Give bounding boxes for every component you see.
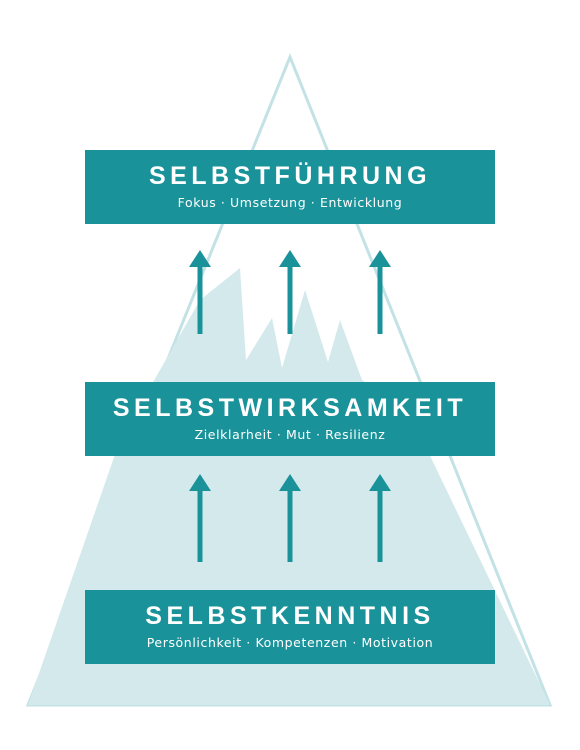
level-title: SELBSTKENNTNIS: [145, 602, 435, 630]
up-arrow-icon: [189, 250, 211, 334]
arrow-shaft: [287, 264, 293, 334]
arrow-head: [369, 474, 391, 491]
level-subtitle: Zielklarheit · Mut · Resilienz: [194, 427, 386, 442]
level-box-selbstwirksamkeit: SELBSTWIRKSAMKEIT Zielklarheit · Mut · R…: [85, 382, 495, 456]
arrow-shaft: [197, 488, 203, 562]
arrow-head: [189, 474, 211, 491]
up-arrow-icon: [369, 250, 391, 334]
arrow-shaft: [287, 488, 293, 562]
arrow-shaft: [197, 264, 203, 334]
up-arrow-icon: [279, 250, 301, 334]
up-arrow-icon: [189, 474, 211, 562]
up-arrow-icon: [279, 474, 301, 562]
up-arrow-icon: [369, 474, 391, 562]
level-title: SELBSTFÜHRUNG: [148, 162, 432, 190]
arrow-shaft: [377, 264, 383, 334]
arrow-head: [369, 250, 391, 267]
level-box-selbstfuehrung: SELBSTFÜHRUNG Fokus · Umsetzung · Entwic…: [85, 150, 495, 224]
level-box-selbstkenntnis: SELBSTKENNTNIS Persönlichkeit · Kompeten…: [85, 590, 495, 664]
arrow-shaft: [377, 488, 383, 562]
arrow-group: [189, 250, 391, 562]
arrow-head: [279, 474, 301, 491]
level-subtitle: Fokus · Umsetzung · Entwicklung: [177, 195, 403, 210]
arrow-head: [279, 250, 301, 267]
level-subtitle: Persönlichkeit · Kompetenzen · Motivatio…: [146, 635, 434, 650]
level-title: SELBSTWIRKSAMKEIT: [112, 394, 468, 422]
arrow-head: [189, 250, 211, 267]
